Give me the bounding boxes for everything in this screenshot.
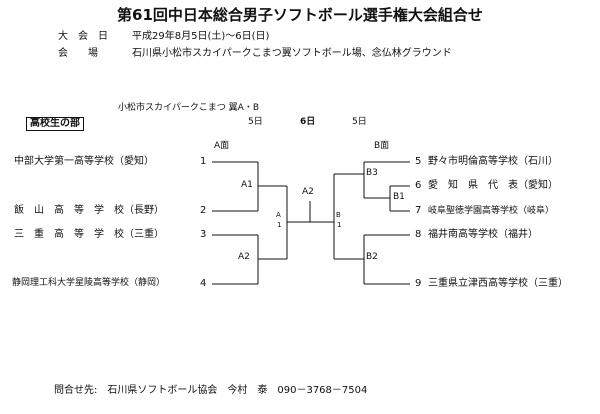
right-team-5: 野々市明倫高等学校（石川） [428,156,558,167]
game-b2: B2 [366,252,378,262]
right-team-8: 福井南高等学校（福井） [428,229,538,240]
left-team-4: 静岡理工科大学星陵高等学校（静岡） [12,278,166,288]
game-b1: B1 [393,192,405,202]
field-label: 小松市スカイパークこまつ 翼A・B [118,103,260,113]
left-seed-2: 2 [200,205,207,216]
day-left: 5日 [248,117,263,127]
right-seed-8: 8 [415,229,422,240]
left-team-1: 中部大学第一高等学校（愛知） [14,156,154,167]
right-seed-6: 6 [415,180,422,191]
left-team-2: 飯 山 高 等 学 校（長野） [14,205,164,216]
semi-left-top: A [276,211,281,219]
semi-left-bottom: 1 [277,221,282,229]
day-center: 6日 [300,117,316,127]
right-seed-7: 7 [415,205,422,216]
footer-contact: 問合せ先: 石川県ソフトボール協会 今村 泰 090－3768－7504 [54,385,368,396]
left-seed-1: 1 [200,156,207,167]
venue-value: 石川県小松市スカイパークこまつ翼ソフトボール場、念仏林グラウンド [132,48,452,59]
right-team-6: 愛 知 県 代 表（愛知） [428,180,558,191]
date-value: 平成29年8月5日(土)～6日(日) [132,31,270,42]
right-seed-5: 5 [415,156,422,167]
venue-label: 会 場 [58,48,98,59]
field-right: B面 [374,141,390,151]
page-title: 第61回中日本総合男子ソフトボール選手権大会組合せ [117,6,483,24]
section-label: 高校生の部 [26,117,84,131]
right-seed-9: 9 [415,278,422,289]
left-seed-4: 4 [200,278,207,289]
game-b3: B3 [366,168,378,178]
right-team-9: 三重県立津西高等学校（三重） [428,278,568,289]
semi-right-bottom: 1 [337,221,342,229]
right-team-7: 岐阜聖徳学園高等学校（岐阜） [428,206,555,216]
left-team-3: 三 重 高 等 学 校（三重） [14,229,164,240]
date-label: 大 会 日 [58,31,108,42]
game-a1: A1 [241,180,253,190]
game-a2-final: A2 [302,187,314,197]
day-right: 5日 [352,117,367,127]
field-left: A面 [214,141,230,151]
semi-right-top: B [336,211,341,219]
left-seed-3: 3 [200,229,207,240]
game-a2-left: A2 [238,252,250,262]
